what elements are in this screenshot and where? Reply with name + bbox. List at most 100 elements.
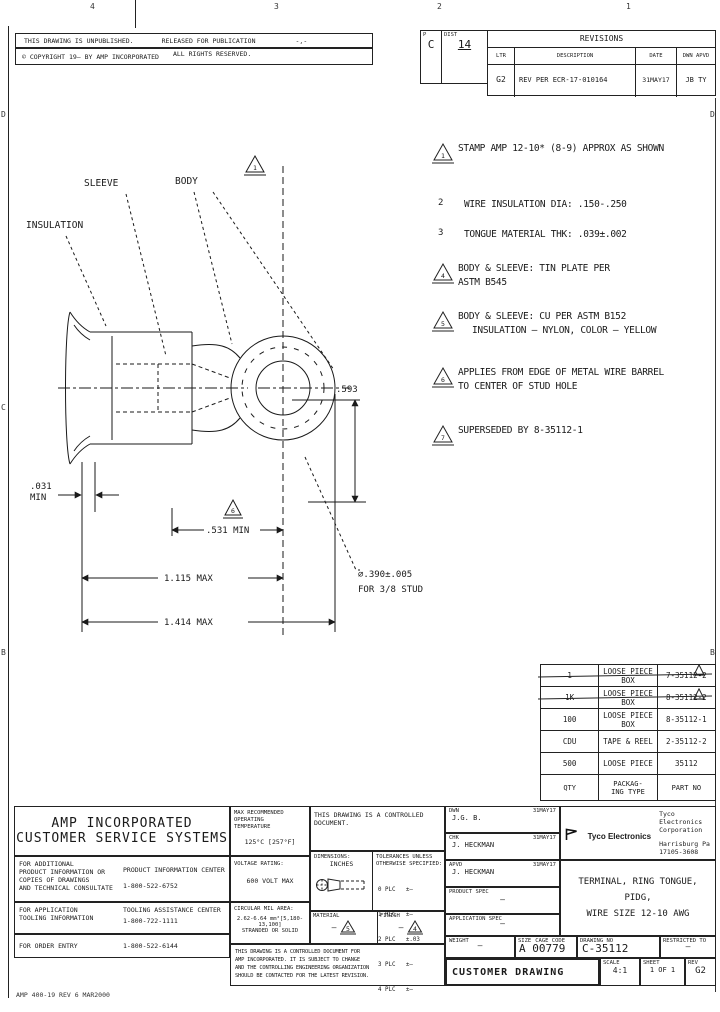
note-ref-number: 2 (438, 198, 444, 208)
application-spec-box: APPLICATION SPEC — (445, 914, 560, 936)
rev-row-apvd: JB TY (685, 76, 707, 84)
rev-flag-label: P (423, 32, 427, 38)
zone-top-2: 2 (437, 2, 442, 11)
dim-031: .031 (30, 482, 52, 492)
tolerance-line: 0 PLC ±— (378, 886, 413, 893)
apvd-name: J. HECKMAN (452, 868, 495, 876)
svg-text:4: 4 (413, 925, 417, 933)
rev-label: REV (688, 960, 698, 966)
finish-note-triangle-icon: 4 (407, 920, 424, 935)
dim-593: .593 (336, 385, 358, 395)
insulation-outline (90, 331, 193, 445)
note-item-1: 1 STAMP AMP 12-10* (8-9) APPROX AS SHOWN (432, 142, 718, 168)
stamp-note-ref: 1 (253, 164, 257, 172)
scale-value: 4:1 (612, 966, 628, 975)
tolerances-label: TOLERANCES UNLESS (376, 854, 433, 860)
terminal-figure: INSULATION SLEEVE BODY 1 6 .031 MIN .531… (26, 154, 423, 638)
finish-label: FINISH (380, 913, 400, 919)
body-leader (193, 191, 233, 345)
notes-list: 1 STAMP AMP 12-10* (8-9) APPROX AS SHOWN… (432, 142, 718, 472)
note-ref-triangle-icon: 7 (432, 424, 458, 450)
note-ref-triangle-icon: 6 (432, 366, 458, 392)
temp-label2: TEMPERATURE (234, 823, 271, 830)
part-name-box: TERMINAL, RING TONGUE, PIDG, WIRE SIZE 1… (560, 860, 716, 936)
note-item-7: 7 SUPERSEDED BY 8-35112-1 (432, 424, 718, 450)
label-sleeve: SLEEVE (84, 178, 119, 189)
note-ref-triangle-icon: 1 (432, 142, 458, 168)
tooling-center-label: TOOLING ASSISTANCE CENTER (123, 906, 221, 914)
apvd-box: APVD 31MAY17 J. HECKMAN (445, 860, 560, 887)
order-entry-label: FOR ORDER ENTRY (19, 942, 78, 950)
info-line: AND TECHNICAL CONSULTATE (19, 884, 113, 893)
temperature-box: MAX RECOMMENDED OPERATING TEMPERATURE 12… (230, 806, 310, 856)
copyright-text: © COPYRIGHT 19— BY AMP INCORPORATED (22, 52, 159, 61)
chk-label: CHK (449, 835, 459, 841)
stamp-note-triangle-icon (245, 154, 265, 173)
fineprint-line: AMP INCORPORATED. IT IS SUBJECT TO CHANG… (235, 957, 360, 964)
superseded-triangle-icon: △ (693, 656, 706, 680)
rev-value: G2 (695, 966, 706, 976)
note-text: STAMP AMP 12-10* (8-9) APPROX AS SHOWN (458, 143, 664, 154)
insulation-bell (65, 311, 91, 465)
svg-text:4: 4 (441, 272, 445, 280)
rev-col-desc: DESCRIPTION (515, 48, 636, 64)
zone-right-d: D (710, 110, 715, 119)
border-right (715, 98, 716, 992)
apvd-date: 31MAY17 (532, 862, 556, 868)
restricted-value: — (685, 942, 691, 951)
info-center-phone: 1-800-522-6752 (123, 882, 178, 891)
product-spec-label: PRODUCT SPEC (449, 889, 489, 895)
dim-hole-stud: FOR 3/8 STUD (358, 585, 423, 595)
svg-text:1: 1 (441, 152, 445, 160)
material-note-triangle-icon: 5 (340, 920, 357, 935)
dims-tols-box: DIMENSIONS: INCHES TOLERANCES UNLESS OTH… (310, 851, 445, 993)
table-header-row: QTY PACKAG-ING TYPE PART NO (539, 774, 717, 801)
note-item-6: 6 APPLIES FROM EDGE OF METAL WIRE BARREL… (432, 366, 718, 395)
tolerance-line: 1 PLC ±— (378, 911, 413, 918)
info-center-label: PRODUCT INFORMATION CENTER (123, 866, 225, 874)
product-info-box: FOR ADDITIONAL PRODUCT INFORMATION OR CO… (14, 856, 230, 902)
drawing-no-label: DRAWING NO (580, 938, 614, 944)
dim-1414: 1.414 MAX (164, 618, 213, 628)
hole-leader (304, 456, 360, 571)
application-spec-value: — (500, 919, 505, 928)
rev-row-date: 31MAY17 (636, 65, 677, 97)
rev-dist-cell: DIST 14 (441, 30, 488, 84)
fineprint-box: THIS DRAWING IS A CONTROLLED DOCUMENT FO… (230, 944, 445, 986)
info-line: FOR ADDITIONAL (19, 860, 74, 868)
title-block: AMP INCORPORATED CUSTOMER SERVICE SYSTEM… (14, 806, 716, 993)
rev-dist-label: DIST (444, 32, 458, 38)
border-left (8, 26, 9, 998)
apvd-label: APVD (449, 862, 463, 868)
label-insulation: INSULATION (26, 220, 83, 231)
sheet-value: 1 OF 1 (649, 966, 676, 974)
dim-hole: ∅.390±.005 (358, 570, 412, 580)
company-line: Harrisburg Pa 17105-3608 (659, 840, 710, 857)
rev-row-ltr: G2 (488, 65, 515, 97)
scale-label: SCALE (603, 960, 620, 966)
tyco-logo-icon (565, 828, 577, 840)
dim-1115: 1.115 MAX (164, 574, 213, 584)
size-cage-box: SIZE CAGE CODE A 00779 (515, 936, 577, 958)
zone-top-3: 3 (274, 2, 279, 11)
zone-left-c: C (1, 403, 6, 412)
info-line: PRODUCT INFORMATION OR (19, 868, 106, 877)
svg-text:7: 7 (441, 434, 445, 442)
body-outline-top (191, 344, 241, 359)
drawing-no-value: C-35112 (582, 942, 629, 955)
note-item-3: 3 TONGUE MATERIAL THK: .039±.002 (432, 228, 718, 242)
customer-drawing-label: CUSTOMER DRAWING (452, 966, 565, 978)
zone-left-b: B (1, 648, 6, 657)
note-ref-triangle-icon: 5 (432, 310, 458, 336)
zone-top-4: 4 (90, 2, 95, 11)
border-top-tick (135, 0, 136, 28)
controlled-doc-text: THIS DRAWING IS A CONTROLLED DOCUMENT. (314, 811, 424, 828)
size-cage-value: A 00779 (519, 942, 566, 955)
cma-value: 2.62-6.64 mm²[5,180-13,100] (236, 916, 304, 928)
cma-label: CIRCULAR MIL AREA: (234, 906, 294, 912)
